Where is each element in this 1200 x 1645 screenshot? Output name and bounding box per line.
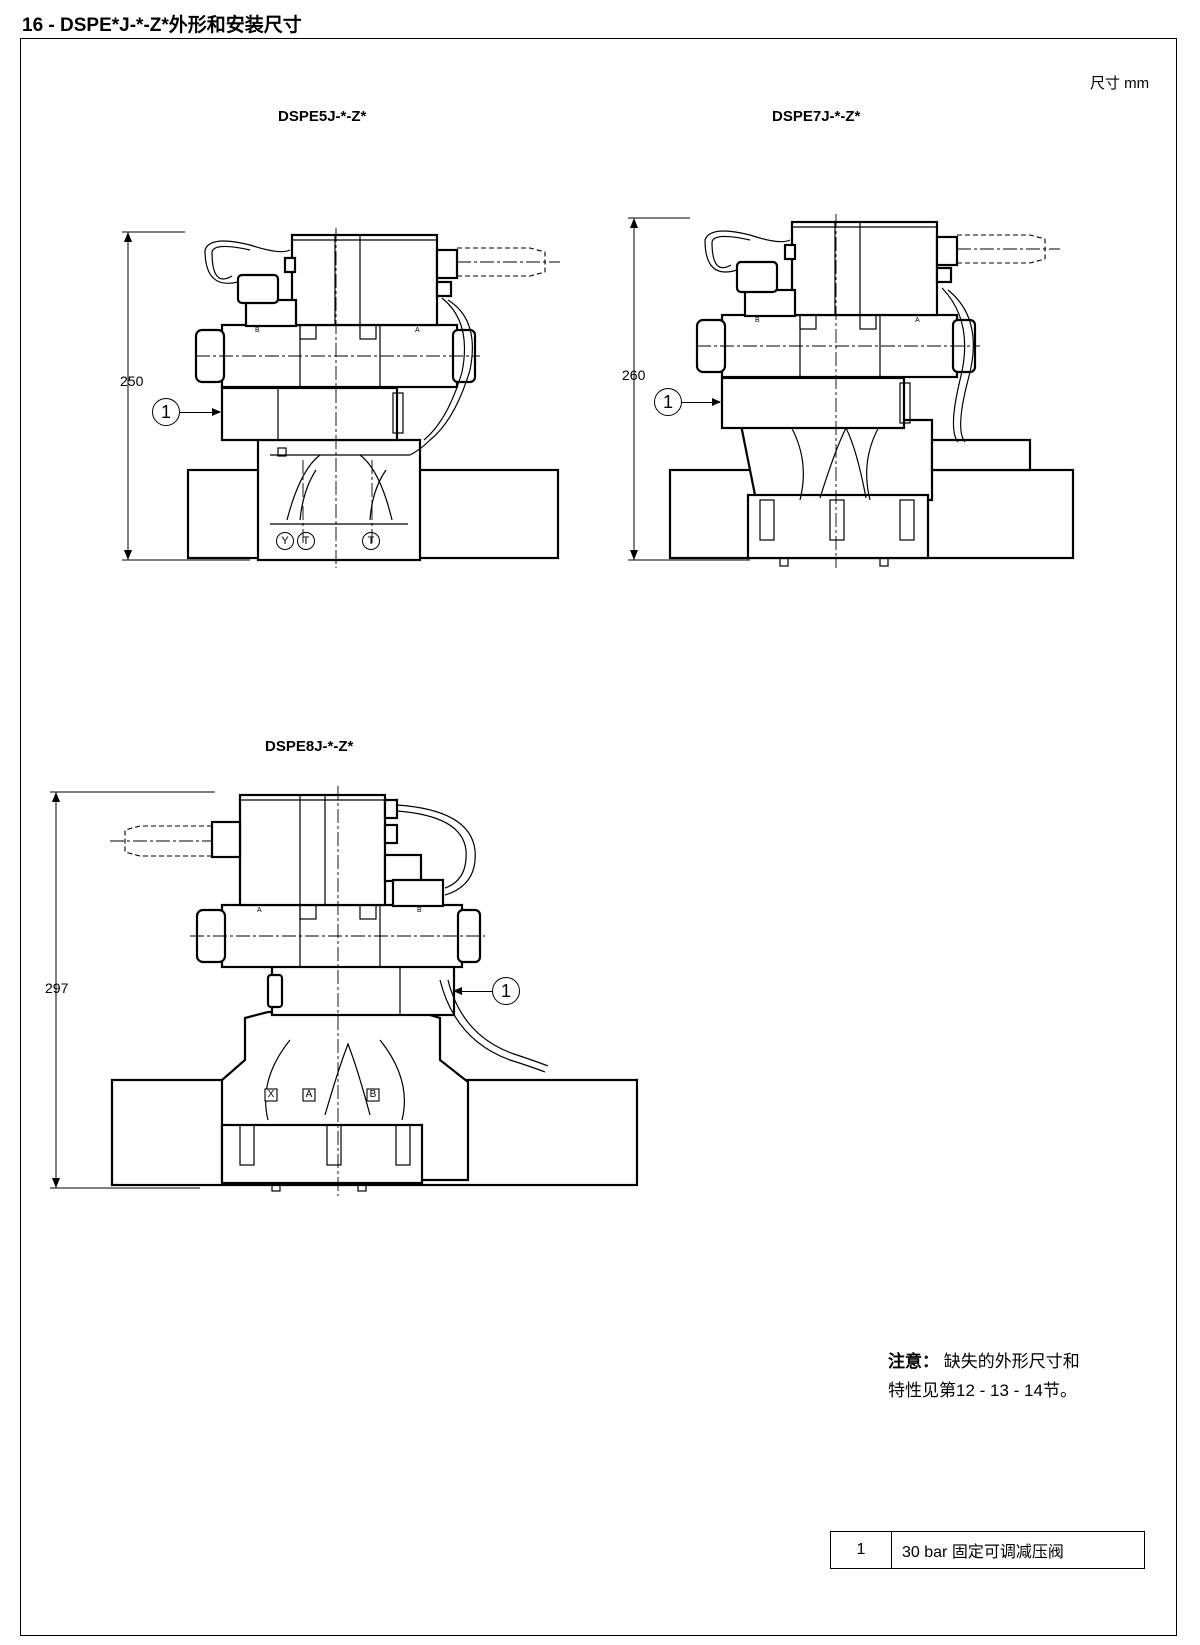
dspe8j-port-a: A: [305, 1089, 313, 1100]
dspe5j-title: DSPE5J-*-Z*: [278, 108, 367, 125]
dspe8j-title: DSPE8J-*-Z*: [265, 738, 354, 755]
dspe7j-callout: 1: [654, 388, 682, 416]
dspe8j-solenoid-b-label: B: [417, 907, 422, 914]
dspe7j-callout-arrow: [682, 398, 721, 406]
dspe5j-port-t1: T: [297, 532, 315, 550]
legend-table: 1 30 bar 固定可调减压阀: [830, 1531, 1145, 1569]
dspe7j-solenoid-a-label: A: [915, 317, 920, 324]
note: 注意： 缺失的外形尺寸和 特性见第12 - 13 - 14节。: [888, 1347, 1080, 1405]
note-label: 注意：: [888, 1352, 939, 1371]
section-title: 16 - DSPE*J-*-Z*外形和安装尺寸: [22, 15, 302, 36]
dspe8j-height-dimension: 297: [45, 980, 69, 996]
dspe8j-callout: 1: [492, 977, 520, 1005]
dspe5j-port-y: Y: [276, 532, 294, 550]
dspe5j-solenoid-b-label: B: [255, 327, 260, 334]
note-line1: 缺失的外形尺寸和: [943, 1352, 1080, 1371]
dspe5j-callout-arrow: [180, 408, 221, 416]
dspe8j-callout-arrow: [453, 987, 492, 995]
dspe8j-port-b: B: [369, 1089, 377, 1100]
units-label: 尺寸 mm: [1090, 75, 1150, 92]
legend-number: 1: [830, 1531, 892, 1569]
note-line2: 特性见第12 - 13 - 14节。: [888, 1381, 1077, 1400]
dspe5j-solenoid-a-label: A: [415, 327, 420, 334]
drawing-frame: [20, 38, 1177, 1636]
legend-row: 1 30 bar 固定可调减压阀: [830, 1531, 1145, 1569]
dspe8j-solenoid-a-label: A: [257, 907, 262, 914]
dspe7j-height-dimension: 260: [622, 367, 646, 383]
dspe5j-height-dimension: 250: [120, 373, 144, 389]
dspe5j-callout: 1: [152, 398, 180, 426]
dspe5j-port-t2: T: [362, 532, 380, 550]
dspe8j-port-x: X: [267, 1089, 275, 1100]
dspe7j-solenoid-b-label: B: [755, 317, 760, 324]
legend-description: 30 bar 固定可调减压阀: [891, 1531, 1145, 1569]
dspe7j-title: DSPE7J-*-Z*: [772, 108, 861, 125]
